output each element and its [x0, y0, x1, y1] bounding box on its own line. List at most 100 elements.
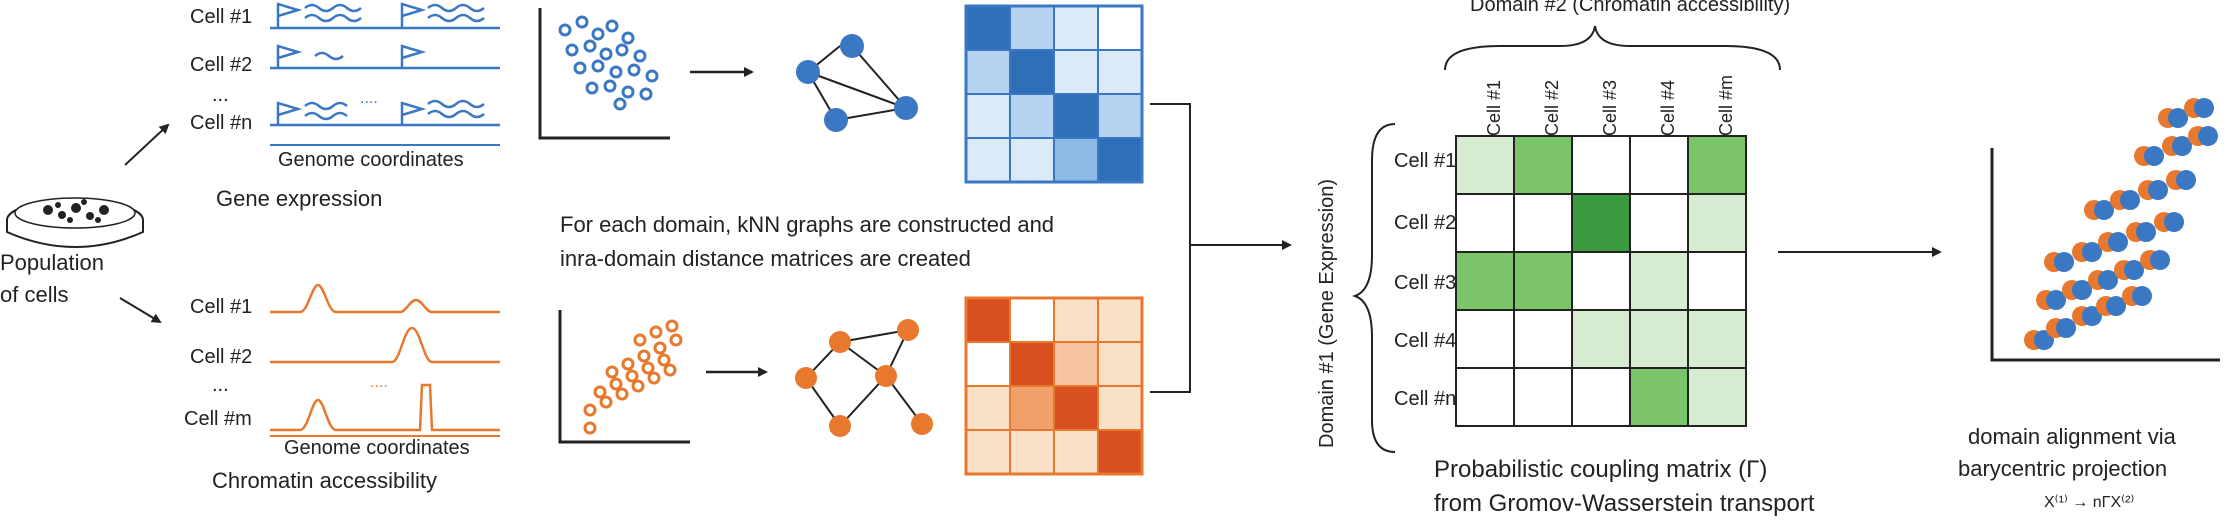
matrix-border	[964, 296, 1144, 476]
matrix-cell	[1053, 49, 1099, 95]
scatter-point	[621, 31, 635, 45]
scatter-point	[663, 363, 677, 377]
coupling-cell	[1455, 251, 1515, 311]
coupling-cell	[1629, 309, 1689, 369]
coupling-cell	[1687, 193, 1747, 253]
gene-expression-knn-graph	[796, 34, 918, 132]
domain1-label: Domain #1 (Gene Expression)	[1316, 178, 1338, 448]
aligned-point-blue	[2108, 232, 2128, 252]
coupling-cell	[1687, 135, 1747, 195]
coupling-column-header: Cell #3	[1600, 79, 1620, 136]
knn-caption-line1: For each domain, kNN graphs are construc…	[560, 212, 1055, 237]
matrix-cell	[1053, 341, 1099, 387]
scatter-point	[627, 63, 641, 77]
arrow-to-gene-expression	[124, 123, 170, 166]
matrix-cell	[1009, 297, 1055, 343]
scatter-point	[621, 85, 635, 99]
aligned-point-blue	[2106, 296, 2126, 316]
coupling-caption-line2: from Gromov-Wasserstein transport	[1434, 490, 1815, 517]
gene-track-ellipsis: ....	[360, 90, 378, 107]
matrix-cell	[1009, 93, 1055, 139]
matrix-cell	[1097, 5, 1143, 51]
gene-expression-title: Gene expression	[216, 186, 383, 211]
coupling-cell	[1455, 367, 1515, 427]
matrix-cell	[1009, 385, 1055, 431]
scatter-point	[641, 361, 655, 375]
scatter-point	[609, 65, 623, 79]
matrix-cell	[965, 93, 1011, 139]
coupling-cell	[1513, 309, 1573, 369]
aligned-point-blue	[2098, 270, 2118, 290]
scatter-point	[599, 47, 613, 61]
scatter-point	[625, 369, 639, 383]
scatter-point	[631, 379, 645, 393]
scatter-point	[573, 61, 587, 75]
coupling-cell	[1571, 135, 1631, 195]
matrix-cell	[965, 5, 1011, 51]
scatter-point	[665, 319, 679, 333]
coupling-cell	[1687, 251, 1747, 311]
gene-cell-label: ...	[212, 84, 229, 106]
matrix-cell	[1009, 49, 1055, 95]
coupling-cell	[1687, 367, 1747, 427]
chromatin-track-ellipsis: ....	[370, 374, 388, 391]
chromatin-scatter-plot	[558, 310, 690, 444]
coupling-row-header: Cell #2	[1394, 212, 1457, 234]
aligned-point-blue	[2046, 290, 2066, 310]
scatter-point	[593, 385, 607, 399]
domain1-brace	[1352, 123, 1396, 453]
gene-genome-axis-label: Genome coordinates	[278, 149, 464, 171]
knn-caption-line2: inra-domain distance matrices are create…	[560, 246, 971, 271]
matrix-cell	[1097, 385, 1143, 431]
aligned-point-blue	[2198, 126, 2218, 146]
matrix-cell	[1097, 297, 1143, 343]
gene-expression-scatter-plot	[538, 8, 670, 140]
gene-cell-label: Cell #2	[190, 54, 253, 76]
scatter-point	[637, 349, 651, 363]
scatter-point	[653, 341, 667, 355]
chromatin-genome-axis-label: Genome coordinates	[284, 437, 470, 459]
coupling-row-header: Cell #n	[1394, 388, 1457, 410]
scatter-point	[657, 353, 671, 367]
matrix-cell	[1009, 5, 1055, 51]
scatter-point	[609, 377, 623, 391]
aligned-point-blue	[2136, 222, 2156, 242]
matrix-cell	[965, 49, 1011, 95]
coupling-cell	[1455, 193, 1515, 253]
coupling-cell	[1571, 251, 1631, 311]
coupling-column-header: Cell #m	[1716, 74, 1736, 136]
coupling-column-header: Cell #4	[1658, 79, 1678, 136]
scatter-point	[565, 43, 579, 57]
coupling-row-header: Cell #3	[1394, 272, 1457, 294]
matrix-cell	[1097, 429, 1143, 475]
coupling-caption-line1: Probabilistic coupling matrix (Γ)	[1434, 456, 1768, 483]
matrix-cell	[965, 429, 1011, 475]
scatter-point	[633, 333, 647, 347]
coupling-matrix	[1455, 135, 1747, 427]
chromatin-cell-label: ...	[212, 374, 229, 396]
aligned-point-blue	[2124, 260, 2144, 280]
coupling-cell	[1687, 309, 1747, 369]
aligned-point-blue	[2054, 252, 2074, 272]
aligned-point-blue	[2082, 242, 2102, 262]
scatter-point	[591, 59, 605, 73]
coupling-column-header: Cell #1	[1484, 79, 1504, 136]
aligned-point-blue	[2144, 146, 2164, 166]
chromatin-cell-label: Cell #2	[190, 346, 253, 368]
gene-cell-label: Cell #n	[190, 112, 253, 134]
aligned-point-blue	[2164, 212, 2184, 232]
matrix-cell	[1053, 429, 1099, 475]
aligned-point-blue	[2120, 190, 2140, 210]
domain2-label: Domain #2 (Chromatin accessibility)	[1470, 0, 1791, 16]
matrix-cell	[965, 341, 1011, 387]
matrix-cell	[1053, 297, 1099, 343]
coupling-cell	[1629, 367, 1689, 427]
aligned-point-blue	[2176, 170, 2196, 190]
matrix-cell	[1097, 93, 1143, 139]
scatter-point	[591, 27, 605, 41]
aligned-point-blue	[2150, 250, 2170, 270]
chromatin-cell-label: Cell #m	[184, 408, 252, 430]
coupling-row-header: Cell #4	[1394, 330, 1457, 352]
population-label-line1: Population	[0, 250, 104, 275]
scatter-point	[575, 15, 589, 29]
